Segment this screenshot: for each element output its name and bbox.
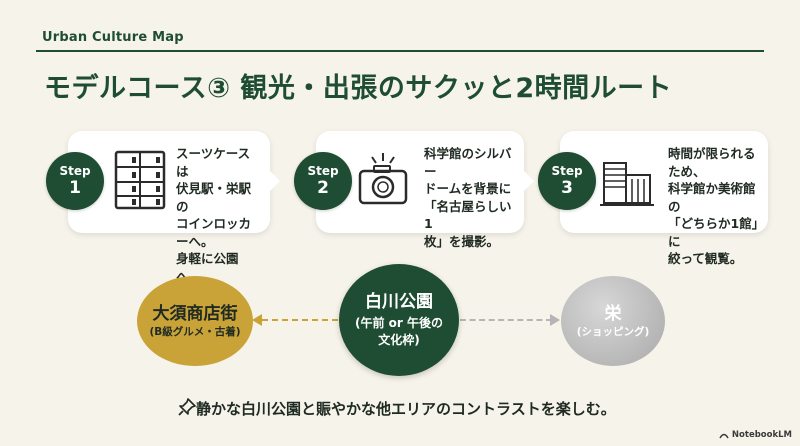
connector-left (262, 319, 338, 321)
area-name: 栄 (604, 303, 622, 324)
area-subtitle: (午前 or 午後の 文化枠) (354, 316, 443, 347)
header-rule (36, 50, 764, 52)
coin-locker-icon (114, 150, 166, 210)
step-card-2: Step 2 科学館のシルバー ドームを背景に 「名古屋らしい1 枚」を撮影。 (294, 131, 534, 249)
step-badge-number: 1 (69, 178, 81, 198)
step-badge-word: Step (307, 164, 339, 178)
pushpin-icon (178, 398, 196, 416)
watermark: NotebookLM (719, 430, 792, 440)
area-name: 白川公園 (365, 292, 433, 312)
area-name: 大須商店街 (152, 303, 238, 324)
step-text-3: 時間が限られるため、 科学館か美術館の 「どちらか1館」に 絞って観覧。 (668, 146, 758, 266)
step-badge-3: Step 3 (538, 152, 596, 210)
watermark-text: NotebookLM (731, 430, 792, 440)
step-badge-number: 3 (561, 178, 573, 198)
header-label: Urban Culture Map (42, 30, 184, 45)
step-badge-1: Step 1 (46, 152, 104, 210)
connector-right (460, 319, 552, 321)
area-sakae: 栄 (ショッピング) (561, 276, 665, 366)
step-text-2: 科学館のシルバー ドームを背景に 「名古屋らしい1 枚」を撮影。 (424, 146, 512, 249)
summary-text: 静かな白川公園と賑やかな他エリアのコントラストを楽しむ。 (196, 400, 616, 418)
arrow-right-icon (550, 314, 560, 326)
museum-building-icon (600, 162, 654, 206)
step-card-3: Step 3 時間が限られるため、 科学館か美術館の 「どちらか1館」に 絞って… (538, 131, 768, 266)
step-card-1: Step 1 スーツケースは 伏見駅・栄駅の コインロッカーへ。 身軽に公園へ。 (46, 131, 280, 284)
step-text-1: スーツケースは 伏見駅・栄駅の コインロッカーへ。 身軽に公園へ。 (176, 146, 252, 284)
step-badge-word: Step (551, 164, 583, 178)
step-badge-2: Step 2 (294, 152, 352, 210)
step-badge-word: Step (59, 164, 91, 178)
notebooklm-logo-icon (719, 433, 729, 439)
camera-icon (358, 153, 408, 205)
page-title: モデルコース③ 観光・出張のサクッと2時間ルート (44, 73, 673, 104)
area-shirakawa-park: 白川公園 (午前 or 午後の 文化枠) (339, 264, 459, 376)
arrow-left-icon (252, 314, 262, 326)
area-osu-shotengai: 大須商店街 (B級グルメ・古着) (137, 276, 253, 366)
area-subtitle: (B級グルメ・古着) (149, 325, 241, 338)
step-badge-number: 2 (317, 178, 329, 198)
area-subtitle: (ショッピング) (576, 325, 650, 338)
